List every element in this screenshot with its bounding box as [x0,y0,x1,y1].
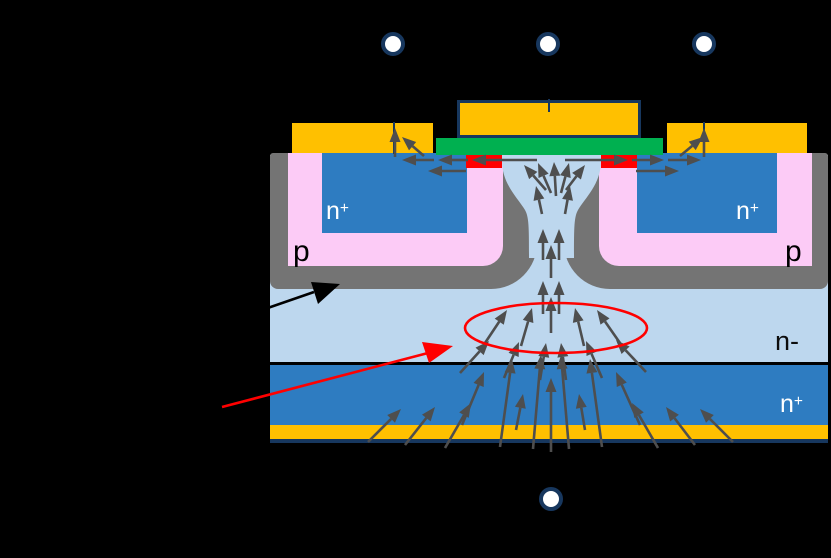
n-plus-source-well-left [322,153,467,233]
drain-contact-border [270,439,828,443]
gate-terminal [536,32,560,56]
gate-layer [436,138,663,155]
channel-region-right [601,155,637,168]
n-plus-substrate-label: n+ [780,390,803,418]
n-plus-substrate-region [270,365,828,425]
drain-metal-contact [270,425,828,439]
drain-terminal [539,487,563,511]
n-plus-source-well-right [637,153,777,233]
gate-metal-contact [457,100,641,138]
p-well-left-label: p [293,235,310,268]
p-well-right-label: p [785,235,802,268]
source-metal-contact-right [667,123,807,153]
channel-region-left [466,155,502,168]
n-minus-drift-label: n- [775,326,800,356]
source-terminal-right [692,32,716,56]
n-plus-well-left-label: n+ [326,197,349,225]
drift-substrate-boundary-line [270,362,828,365]
n-plus-well-right-label: n+ [736,197,759,225]
source-terminal-left [381,32,405,56]
source-metal-contact-left [292,123,433,153]
